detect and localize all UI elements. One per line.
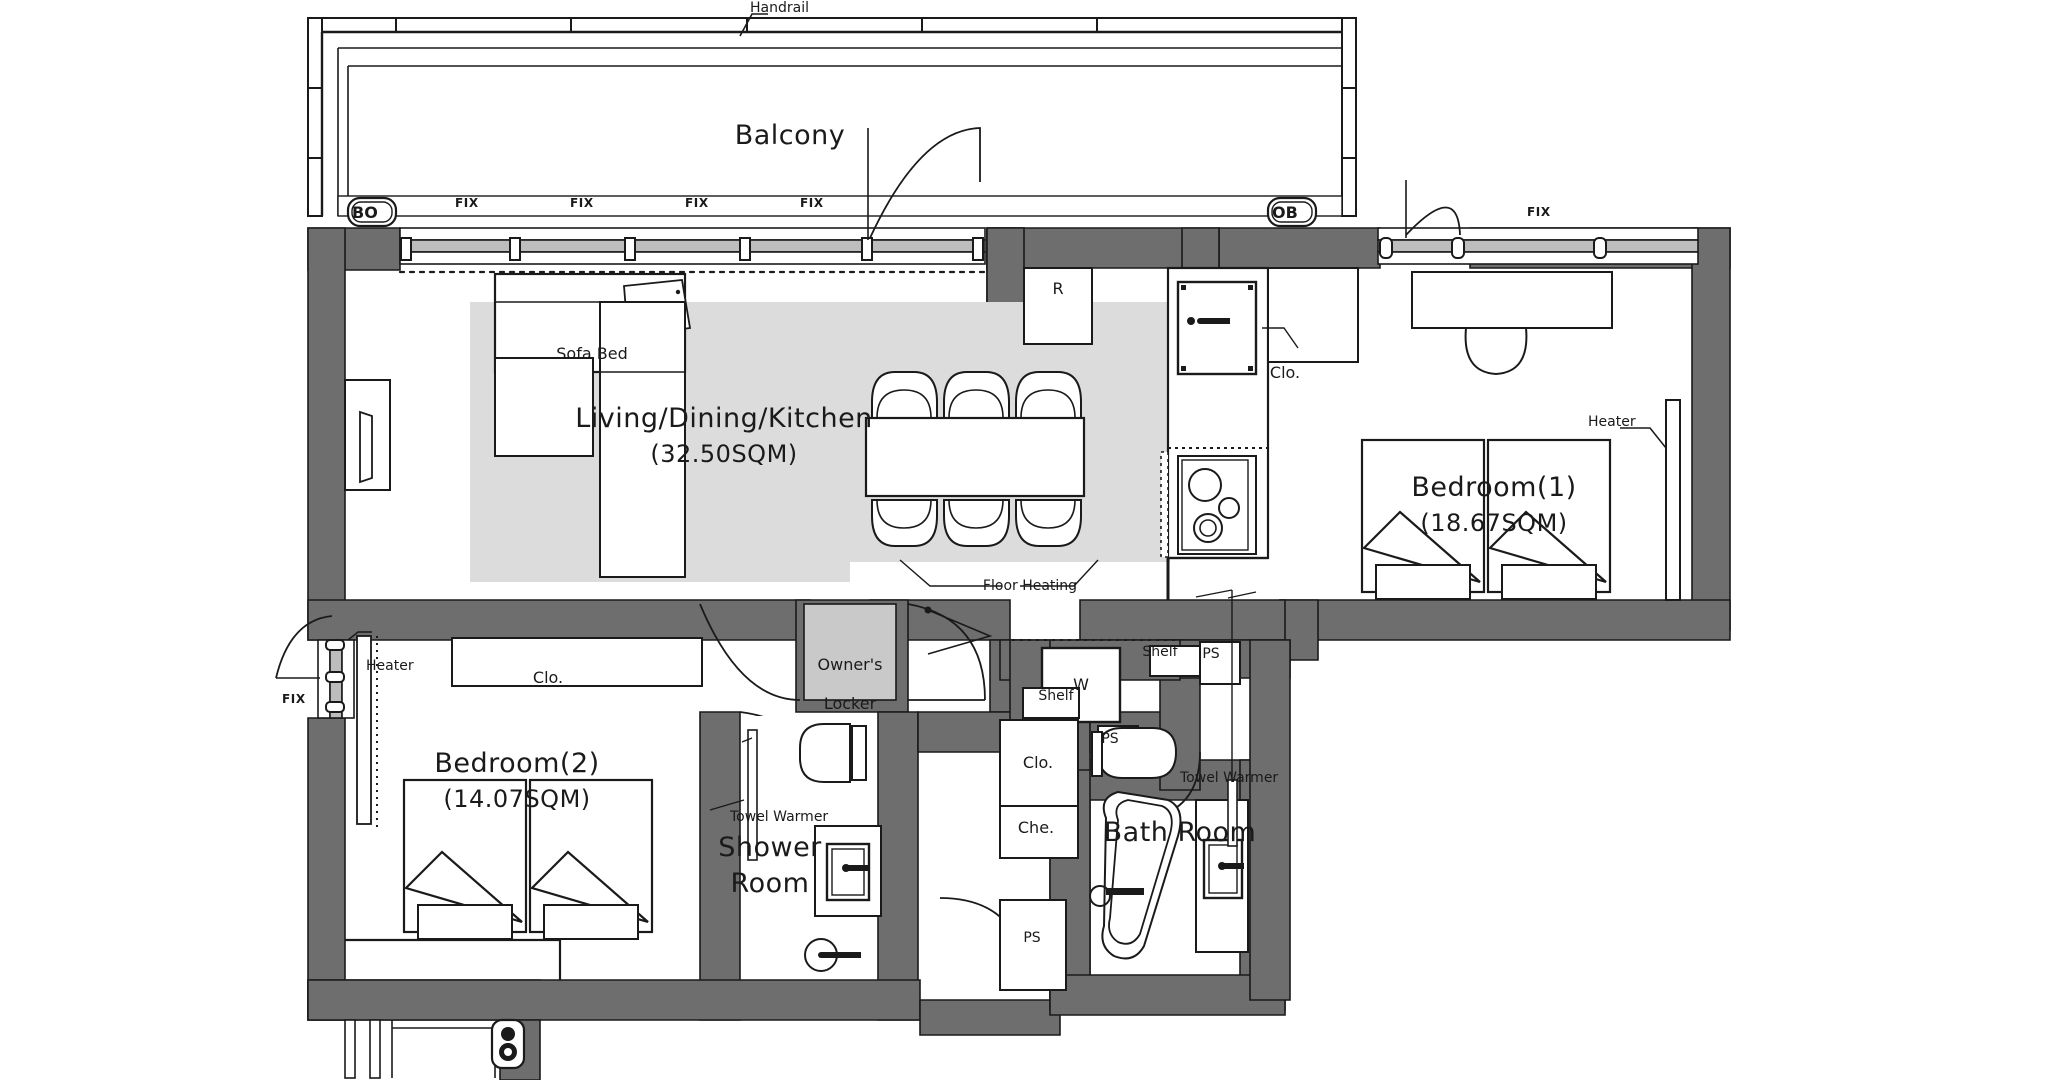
annotation-handrail: Handrail — [750, 0, 809, 16]
owners-locker-box — [803, 603, 897, 701]
fixture-label-closet-kitchen: Clo. — [1269, 363, 1301, 382]
room-label-bedroom1: Bedroom(1) — [1411, 472, 1577, 503]
balcony-outlet-left — [346, 196, 398, 228]
room-label-ldk: Living/Dining/Kitchen — [575, 403, 873, 434]
fixture-label-owners-locker-2: Locker — [823, 694, 877, 713]
hall-closets — [999, 719, 1079, 991]
refrigerator-niche — [1023, 267, 1093, 345]
annotation-towel-warmer-shower: Towel Warmer — [730, 809, 829, 825]
kitchen-closet — [1267, 267, 1359, 363]
bedroom1-window — [1377, 180, 1699, 265]
annotation-floor-heating: Floor Heating — [982, 578, 1078, 594]
dining-set — [864, 371, 1086, 547]
room-area-bedroom1: (18.67SQM) — [1420, 509, 1568, 537]
outlet-marker-ob: OB — [1272, 203, 1298, 222]
annotation-heater-bedroom1: Heater — [1588, 414, 1636, 430]
furniture-label-sofa-bed: Sofa Bed — [556, 344, 628, 363]
fixture-label-ps-3: PS — [1023, 930, 1041, 946]
bath-room-fixtures — [1089, 589, 1249, 960]
room-area-bedroom2: (14.07SQM) — [443, 785, 591, 813]
window-label-fix-5: FIX — [1527, 205, 1551, 219]
balcony-outlet-right — [1266, 196, 1318, 228]
room-label-shower-room-2: Room — [730, 868, 810, 899]
fixture-label-washer: W — [1073, 675, 1089, 694]
fixture-label-owners-locker-1: Owner's — [817, 655, 883, 674]
annotation-heater-bedroom2: Heater — [366, 658, 414, 674]
room-label-shower-room-1: Shower — [718, 832, 822, 863]
window-label-fix-6: FIX — [282, 692, 306, 706]
fixture-label-refrigerator: R — [1052, 279, 1064, 298]
bedroom2-furniture — [347, 631, 703, 941]
bedroom2-window — [275, 615, 355, 719]
entrance-detail — [344, 1018, 526, 1079]
room-label-bedroom2: Bedroom(2) — [434, 748, 600, 779]
fixture-label-shelf-lower: Shelf — [1038, 688, 1074, 704]
fixture-label-shelf-upper: Shelf — [1142, 644, 1178, 660]
fixture-label-ps-1: PS — [1202, 646, 1220, 662]
fixture-label-closet-bedroom2: Clo. — [532, 668, 564, 687]
window-label-fix-2: FIX — [570, 196, 594, 210]
tv-cabinet — [344, 379, 391, 491]
fixture-label-ps-2: PS — [1101, 731, 1119, 747]
window-label-fix-4: FIX — [800, 196, 824, 210]
window-label-fix-3: FIX — [685, 196, 709, 210]
kitchen-counter — [1160, 266, 1270, 560]
ldk-balcony-window — [398, 127, 987, 274]
bedroom1-furniture — [1360, 271, 1681, 601]
room-area-ldk: (32.50SQM) — [650, 440, 798, 468]
window-label-fix-1: FIX — [455, 196, 479, 210]
room-label-bath-room: Bath Room — [1103, 817, 1257, 848]
outlet-marker-bo: BO — [352, 203, 378, 222]
leader-lines — [899, 327, 1299, 599]
room-label-balcony: Balcony — [734, 120, 846, 151]
balcony-structure — [307, 13, 1357, 217]
annotation-towel-warmer-bath: Towel Warmer — [1180, 770, 1279, 786]
sofa-bed — [493, 272, 692, 578]
shower-room-fixtures — [709, 716, 882, 978]
fixture-label-chest-hall: Che. — [1017, 818, 1055, 837]
fixture-label-closet-hall: Clo. — [1022, 753, 1054, 772]
